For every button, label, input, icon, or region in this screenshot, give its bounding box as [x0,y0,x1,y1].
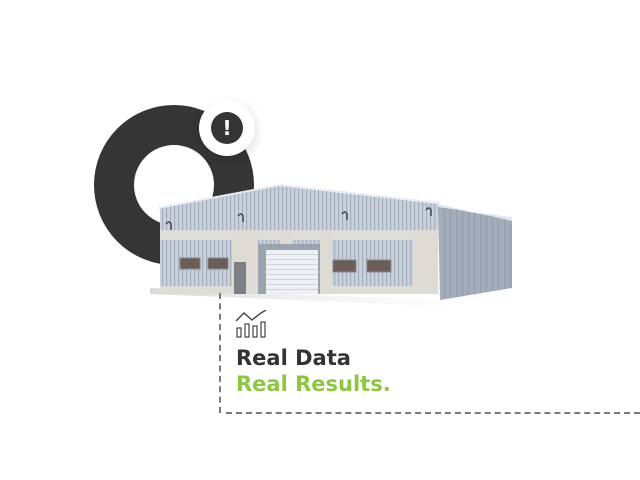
dashed-divider-vertical [219,293,221,413]
warehouse-illustration [150,184,545,306]
headline-real-data: Real Data [236,346,351,370]
alert-badge: ! [199,100,255,156]
line-and-bar-chart-icon [235,310,267,338]
exclamation-icon: ! [211,112,243,144]
dashed-divider-horizontal [226,412,640,414]
headline-real-results: Real Results. [236,372,391,396]
